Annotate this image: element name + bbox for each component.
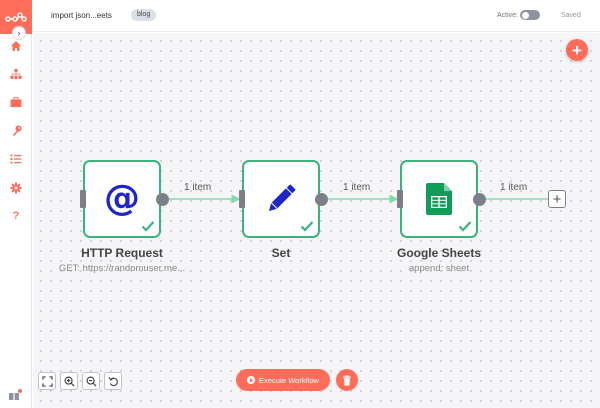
sidebar-item-settings[interactable] bbox=[8, 180, 24, 196]
sidebar-item-home[interactable] bbox=[8, 38, 24, 54]
success-check-icon bbox=[141, 221, 155, 232]
node-google-sheets[interactable] bbox=[400, 160, 478, 238]
connection-label: 1 item bbox=[343, 182, 371, 193]
execute-workflow-button[interactable]: Execute Workflow bbox=[236, 369, 330, 391]
chevron-right-icon: › bbox=[17, 27, 21, 38]
node-subtitle: append: sheet bbox=[408, 263, 470, 274]
node-input-port[interactable] bbox=[397, 190, 403, 208]
gear-icon bbox=[10, 182, 22, 194]
sidebar-item-workflows[interactable] bbox=[8, 66, 24, 82]
collapse-sidebar-button[interactable]: › bbox=[12, 26, 26, 40]
briefcase-icon bbox=[10, 97, 22, 107]
node-set[interactable] bbox=[242, 160, 320, 238]
fullscreen-icon bbox=[41, 375, 53, 387]
connection-label: 1 item bbox=[500, 182, 528, 193]
help-icon: ? bbox=[12, 210, 20, 222]
execute-workflow-label: Execute Workflow bbox=[259, 375, 319, 385]
zoom-out-icon bbox=[86, 376, 97, 387]
sidebar-item-executions[interactable] bbox=[8, 151, 24, 167]
node-input-port[interactable] bbox=[80, 190, 86, 208]
node-title: HTTP Request bbox=[81, 246, 163, 260]
connection-label: 1 item bbox=[184, 182, 212, 193]
plus-icon: + bbox=[552, 190, 562, 208]
google-sheets-icon bbox=[426, 183, 452, 215]
node-output-port[interactable] bbox=[315, 193, 328, 206]
node-output-port[interactable] bbox=[473, 193, 486, 206]
add-node-button[interactable]: + bbox=[566, 39, 588, 61]
home-icon bbox=[11, 41, 21, 51]
success-check-icon bbox=[300, 221, 314, 232]
add-next-node-button[interactable]: + bbox=[548, 190, 566, 208]
pencil-icon bbox=[268, 184, 296, 212]
zoom-in-button[interactable] bbox=[60, 372, 78, 390]
at-icon: @ bbox=[104, 179, 140, 219]
zoom-in-icon bbox=[64, 376, 75, 387]
workflow-title[interactable]: import json...eets bbox=[51, 11, 112, 20]
trash-icon bbox=[343, 374, 351, 385]
sidebar: › ? bbox=[0, 0, 32, 408]
header: import json...eets blog Active: Saved bbox=[33, 0, 600, 32]
success-check-icon bbox=[458, 221, 472, 232]
play-icon bbox=[247, 376, 256, 384]
saved-status: Saved bbox=[561, 12, 581, 19]
list-icon bbox=[10, 154, 22, 164]
undo-icon bbox=[107, 376, 118, 386]
node-input-port[interactable] bbox=[239, 190, 245, 208]
node-output-port[interactable] bbox=[156, 193, 169, 206]
plus-icon: + bbox=[572, 40, 582, 60]
gift-icon bbox=[9, 389, 22, 400]
sidebar-item-help[interactable]: ? bbox=[8, 208, 24, 224]
zoom-out-button[interactable] bbox=[82, 372, 100, 390]
node-subtitle: GET: https://randomuser.me... bbox=[58, 263, 186, 274]
key-icon bbox=[12, 125, 22, 137]
toggle-knob bbox=[522, 11, 529, 19]
n8n-logo-icon bbox=[5, 12, 27, 22]
node-http-request[interactable]: @ bbox=[83, 160, 161, 238]
reset-zoom-button[interactable] bbox=[104, 372, 122, 390]
node-title: Google Sheets bbox=[396, 246, 482, 260]
zoom-to-fit-button[interactable] bbox=[38, 372, 56, 390]
active-label: Active: bbox=[497, 12, 519, 19]
svg-text:@: @ bbox=[104, 179, 140, 219]
network-icon bbox=[10, 69, 22, 79]
node-title: Set bbox=[271, 246, 291, 260]
sidebar-item-keys[interactable] bbox=[8, 123, 24, 139]
active-toggle[interactable] bbox=[520, 10, 540, 20]
delete-button[interactable] bbox=[336, 369, 358, 391]
workflow-tag[interactable]: blog bbox=[131, 9, 157, 21]
sidebar-item-updates[interactable] bbox=[8, 388, 24, 402]
sidebar-item-credentials[interactable] bbox=[8, 94, 24, 110]
